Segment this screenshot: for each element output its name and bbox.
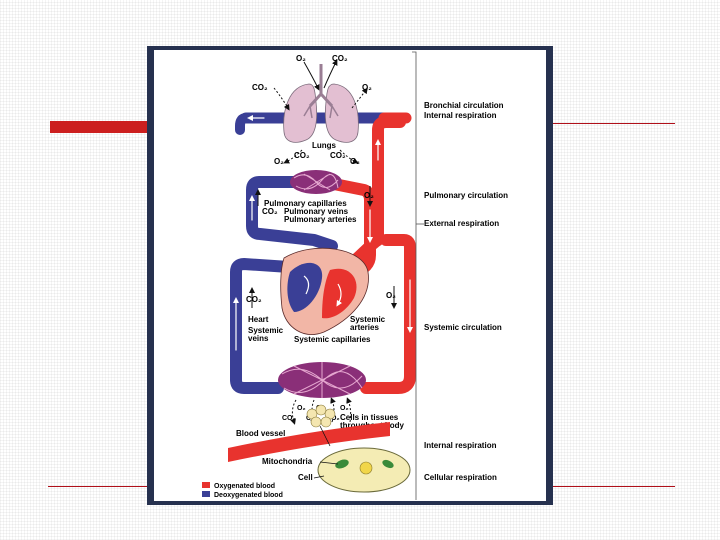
systemic-veins-label-2: veins (248, 334, 269, 343)
pulmonary-co2-label: CO₂ (262, 207, 278, 216)
lung-o2-left: O₂ (274, 157, 284, 166)
lungs-label: Lungs (312, 141, 337, 150)
systemic-arteries-label-2: arteries (350, 323, 379, 332)
blood-vessel-label: Blood vessel (236, 429, 285, 438)
mitochondria-label: Mitochondria (262, 457, 313, 466)
decorative-line-bottom-right (552, 486, 675, 487)
systemic-veins-label-1: Systemic (248, 326, 284, 335)
systemic-arteries-label-1: Systemic (350, 315, 386, 324)
top-co2-label: CO₂ (332, 54, 348, 63)
bronchial-return-blue (235, 113, 251, 135)
pulmonary-artery-blue (246, 176, 338, 252)
lung-co2-left: CO₂ (294, 151, 310, 160)
legend-swatch-oxygenated (202, 482, 210, 488)
lung-co2-right: CO₂ (330, 151, 346, 160)
legend-swatch-deoxygenated (202, 491, 210, 497)
lung-o2-right: O₂ (350, 157, 360, 166)
pulmonary-arteries-label: Pulmonary arteries (284, 215, 357, 224)
tissue-gas-4: CO₂ (282, 415, 296, 422)
tissue-gas-1: O₂ (297, 405, 306, 412)
tissue-cells (306, 404, 336, 428)
tissue-gas-3: O₂ (340, 405, 349, 412)
bronchial-o2-label: O₂ (362, 83, 372, 92)
stage-pulmonary-circulation: Pulmonary circulation (424, 191, 508, 200)
stage-cellular-respiration: Cellular respiration (424, 473, 497, 482)
decorative-line-top-right (552, 123, 675, 124)
trachea (308, 64, 334, 108)
heart (280, 247, 369, 335)
cell-label: Cell (298, 473, 313, 482)
pulmonary-capillaries-label: Pulmonary capillaries (264, 199, 347, 208)
left-heart-red (322, 268, 357, 319)
circulation-diagram: O₂ CO₂ CO₂ O₂ Lungs CO₂ CO₂ O₂ O₂ O₂ Pul… (202, 51, 508, 500)
gas-arrows (249, 59, 397, 309)
pulmonary-capillary-bed (290, 170, 342, 194)
blood-vessel (228, 422, 390, 462)
stage-bracket (412, 51, 424, 500)
right-heart-blue (287, 262, 323, 312)
cells-in-tissues-label-1: Cells in tissues (340, 413, 399, 422)
pulmonary-veins-label: Pulmonary veins (284, 207, 349, 216)
stage-internal-respiration-bottom: Internal respiration (424, 441, 497, 450)
mitochondrion (335, 459, 349, 469)
heart-label: Heart (248, 315, 269, 324)
heart-co2-label: CO₂ (246, 295, 262, 304)
legend-deoxygenated-label: Deoxygenated blood (214, 492, 283, 499)
stage-external-respiration: External respiration (424, 219, 499, 228)
systemic-capillary-bed (278, 362, 366, 398)
lungs (283, 64, 359, 143)
systemic-capillaries-label: Systemic capillaries (294, 335, 371, 344)
bronchial-co2-label: CO₂ (252, 83, 268, 92)
stage-systemic-circulation: Systemic circulation (424, 323, 502, 332)
legend-oxygenated-label: Oxygenated blood (214, 483, 275, 490)
right-lung (324, 83, 359, 143)
mitochondrion (382, 459, 394, 469)
cell (317, 447, 411, 493)
tissue-gas-6: CO₂ (326, 415, 340, 422)
figure-panel: O₂ CO₂ CO₂ O₂ Lungs CO₂ CO₂ O₂ O₂ O₂ Pul… (154, 50, 546, 501)
stage-bronchial-circulation: Bronchial circulation (424, 101, 504, 110)
stage-internal-respiration-top: Internal respiration (424, 111, 497, 120)
systemic-o2-label: O₂ (386, 291, 396, 300)
top-o2-label: O₂ (296, 54, 306, 63)
figure-frame: O₂ CO₂ CO₂ O₂ Lungs CO₂ CO₂ O₂ O₂ O₂ Pul… (147, 46, 553, 505)
decorative-red-bar (50, 121, 158, 133)
decorative-line-bottom-left (48, 486, 148, 487)
pulmonary-o2-label: O₂ (364, 191, 374, 200)
